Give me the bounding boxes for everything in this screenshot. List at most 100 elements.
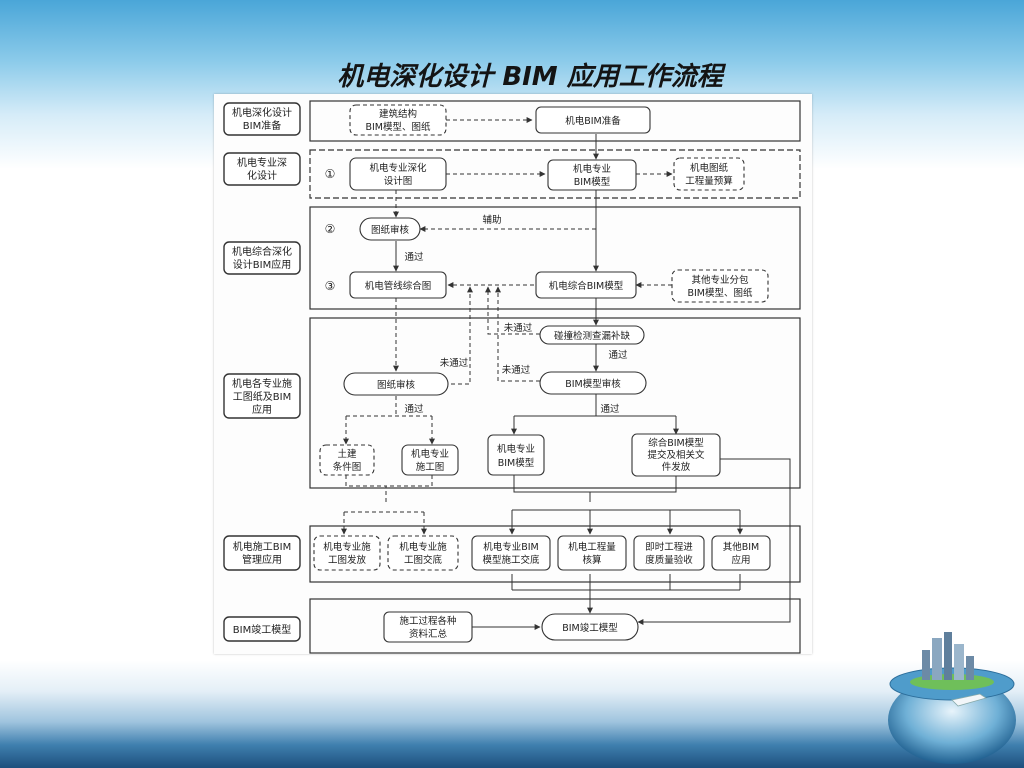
node-text-line: 土建 xyxy=(337,448,357,460)
node-process-docs: 施工过程各种 资料汇总 xyxy=(383,611,473,643)
node-text-line: 模型施工交底 xyxy=(482,554,540,566)
node-other-subcontract: 其他专业分包 BIM模型、图纸 xyxy=(671,269,769,303)
node-text-line: 综合BIM模型 xyxy=(648,437,704,449)
node-text-line: BIM模型 xyxy=(574,176,611,188)
edge-label-pass: 通过 xyxy=(608,349,628,361)
stage-label-line: BIM准备 xyxy=(243,119,281,132)
lane-design xyxy=(309,149,801,199)
node-text: BIM竣工模型 xyxy=(562,622,618,634)
node-text: 机电BIM准备 xyxy=(565,115,621,127)
node-text-line: 机电专业施 xyxy=(399,541,447,553)
workflow-diagram: 机电深化设计 BIM准备 机电专业深 化设计 机电综合深化 设计BIM应用 机电… xyxy=(223,100,801,654)
node-text-line: 施工过程各种 xyxy=(399,615,456,627)
node-text-line: 施工图 xyxy=(416,461,445,473)
lane-construction-management xyxy=(309,525,801,583)
node-text-line: 资料汇总 xyxy=(409,628,448,640)
lane-asbuilt xyxy=(309,598,801,654)
node-progress-acceptance: 即时工程进 度质量验收 xyxy=(633,535,705,571)
node-text-line: 度质量验收 xyxy=(645,554,693,566)
node-text-line: 机电专业施 xyxy=(323,541,371,553)
stage-label-line: 工图纸及BIM xyxy=(233,390,291,403)
node-other-bim-app: 其他BIM 应用 xyxy=(711,535,771,571)
node-quantity-calc: 机电工程量 核算 xyxy=(557,535,627,571)
node-mep-design-drawing: 机电专业深化 设计图 xyxy=(349,157,447,191)
node-text: 图纸审核 xyxy=(377,379,416,391)
node-text-line: 工图交底 xyxy=(404,554,443,566)
stage-label-line: 机电施工BIM xyxy=(233,540,291,553)
node-drawing-handover: 机电专业施 工图交底 xyxy=(387,535,459,571)
step-marker: ① xyxy=(325,167,336,181)
stage-label-line: 机电专业深 xyxy=(237,156,287,169)
node-text-line: 机电专业深化 xyxy=(369,162,427,174)
node-text-line: 即时工程进 xyxy=(645,541,693,553)
stage-label-asbuilt: BIM竣工模型 xyxy=(223,616,301,642)
page-title: 机电深化设计 BIM 应用工作流程 xyxy=(337,62,723,92)
node-mep-drawing-budget: 机电图纸 工程量预算 xyxy=(673,157,745,191)
node-text-line: 机电专业 xyxy=(497,443,535,455)
lane-prep xyxy=(309,100,801,142)
step-marker: ② xyxy=(325,222,336,236)
stage-label-line: BIM竣工模型 xyxy=(233,623,291,636)
node-mep-model: 机电专业 BIM模型 xyxy=(547,159,637,191)
globe-city-illustration xyxy=(888,632,1016,764)
node-text-line: 件发放 xyxy=(662,461,691,473)
stage-label-line: 设计BIM应用 xyxy=(233,258,291,271)
edge-label-pass: 通过 xyxy=(600,403,620,415)
node-text-line: BIM模型、图纸 xyxy=(365,121,431,133)
connectors xyxy=(341,117,791,630)
node-drawing-review-2: 图纸审核 xyxy=(343,372,449,396)
node-text-line: 应用 xyxy=(731,554,750,566)
stage-label-line: 机电深化设计 xyxy=(232,106,292,119)
node-text-line: 提交及相关文 xyxy=(647,449,705,461)
node-pipeline-combined: 机电管线综合图 xyxy=(349,271,447,299)
stage-label-line: 机电综合深化 xyxy=(232,245,292,258)
stage-label-design: 机电专业深 化设计 xyxy=(223,152,301,186)
node-arch-model: 建筑结构 BIM模型、图纸 xyxy=(349,104,447,136)
node-text: 机电综合BIM模型 xyxy=(549,280,624,292)
lane-combined xyxy=(309,206,801,310)
node-text-line: 条件图 xyxy=(333,461,362,473)
node-mep-model-2: 机电专业 BIM模型 xyxy=(487,434,545,476)
node-text-line: BIM模型、图纸 xyxy=(687,287,753,299)
node-combined-model: 机电综合BIM模型 xyxy=(535,271,637,299)
node-drawing-review: 图纸审核 xyxy=(359,217,421,241)
node-text-line: 机电图纸 xyxy=(690,162,729,174)
edge-label-pass: 通过 xyxy=(404,403,424,415)
node-text-line: 设计图 xyxy=(384,175,413,187)
node-text-line: 其他专业分包 xyxy=(691,274,749,286)
node-civil-condition: 土建 条件图 xyxy=(319,444,375,476)
node-text-line: 机电专业BIM xyxy=(483,541,539,553)
node-bim-model-review: BIM模型审核 xyxy=(539,371,647,395)
node-model-handover: 机电专业BIM 模型施工交底 xyxy=(471,535,551,571)
step-marker: ③ xyxy=(325,279,336,293)
lane-construction-drawings xyxy=(309,317,801,489)
edge-label-pass: 通过 xyxy=(404,251,424,263)
stage-label-construction-management: 机电施工BIM 管理应用 xyxy=(223,535,301,571)
node-text-line: BIM模型 xyxy=(498,457,535,469)
edge-label-assist: 辅助 xyxy=(482,214,501,226)
node-asbuilt-model: BIM竣工模型 xyxy=(541,613,639,641)
node-drawing-issue: 机电专业施 工图发放 xyxy=(313,535,381,571)
stage-label-line: 机电各专业施 xyxy=(232,377,292,390)
edge-label-fail: 未通过 xyxy=(440,357,469,369)
node-text: BIM模型审核 xyxy=(565,378,621,390)
node-text: 碰撞检测查漏补缺 xyxy=(554,330,631,342)
node-text-line: 核算 xyxy=(582,554,601,566)
stage-label-construction-drawings: 机电各专业施 工图纸及BIM 应用 xyxy=(223,373,301,419)
node-text-line: 机电专业 xyxy=(411,448,449,460)
node-text: 图纸审核 xyxy=(371,224,410,236)
stage-label-prep: 机电深化设计 BIM准备 xyxy=(223,102,301,136)
stage-label-line: 化设计 xyxy=(247,169,277,182)
stage-label-line: 应用 xyxy=(252,403,272,416)
stage-label-combined: 机电综合深化 设计BIM应用 xyxy=(223,241,301,275)
node-text-line: 建筑结构 xyxy=(379,108,417,120)
node-mep-prep: 机电BIM准备 xyxy=(535,106,651,134)
edge-label-fail: 未通过 xyxy=(504,322,533,334)
node-text-line: 工图发放 xyxy=(328,554,367,566)
workflow-diagram-sheet: 机电深化设计 BIM准备 机电专业深 化设计 机电综合深化 设计BIM应用 机电… xyxy=(214,94,812,654)
node-text: 机电管线综合图 xyxy=(365,280,432,292)
node-text-line: 其他BIM xyxy=(723,541,760,553)
node-text-line: 工程量预算 xyxy=(685,175,733,187)
stage-label-line: 管理应用 xyxy=(242,553,282,566)
node-text-line: 机电专业 xyxy=(573,163,611,175)
